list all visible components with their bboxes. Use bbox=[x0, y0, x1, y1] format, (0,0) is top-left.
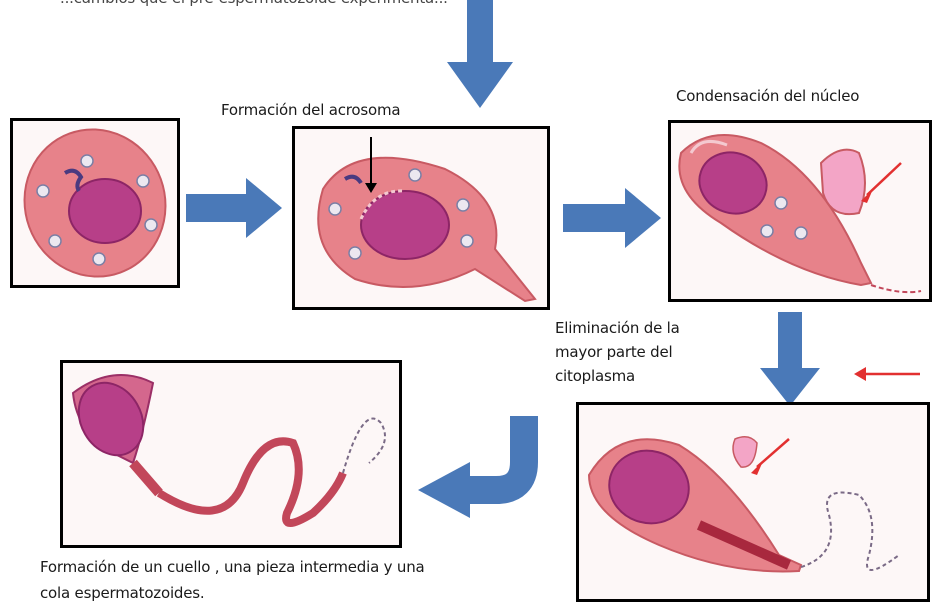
label-citoplasma-3: citoplasma bbox=[555, 366, 635, 386]
panel-nucleo bbox=[668, 120, 932, 302]
panel-espermatozoide bbox=[60, 360, 402, 548]
right-arrow-2 bbox=[563, 188, 663, 248]
hook-arrow bbox=[414, 416, 546, 524]
label-nucleo: Condensación del núcleo bbox=[676, 86, 859, 106]
spermatid-illustration bbox=[13, 121, 177, 285]
acrosoma-illustration bbox=[295, 129, 547, 307]
panel-acrosoma bbox=[292, 126, 550, 310]
red-side-arrow bbox=[852, 362, 922, 386]
top-down-arrow bbox=[445, 0, 515, 110]
label-acrosoma: Formación del acrosoma bbox=[221, 100, 400, 120]
panel-spermatid bbox=[10, 118, 180, 288]
label-citoplasma-1: Eliminación de la bbox=[555, 318, 680, 338]
right-arrow-1 bbox=[186, 178, 284, 238]
citoplasma-illustration bbox=[579, 405, 927, 599]
header-text: ...cambios que el pre-espermatozoide exp… bbox=[60, 0, 448, 8]
label-citoplasma-2: mayor parte del bbox=[555, 342, 672, 362]
down-arrow bbox=[760, 312, 820, 408]
label-cuello-1: Formación de un cuello , una pieza inter… bbox=[40, 557, 425, 577]
nucleo-illustration bbox=[671, 123, 929, 299]
espermatozoide-illustration bbox=[63, 363, 399, 545]
panel-citoplasma bbox=[576, 402, 930, 602]
label-cuello-2: cola espermatozoides. bbox=[40, 583, 204, 603]
